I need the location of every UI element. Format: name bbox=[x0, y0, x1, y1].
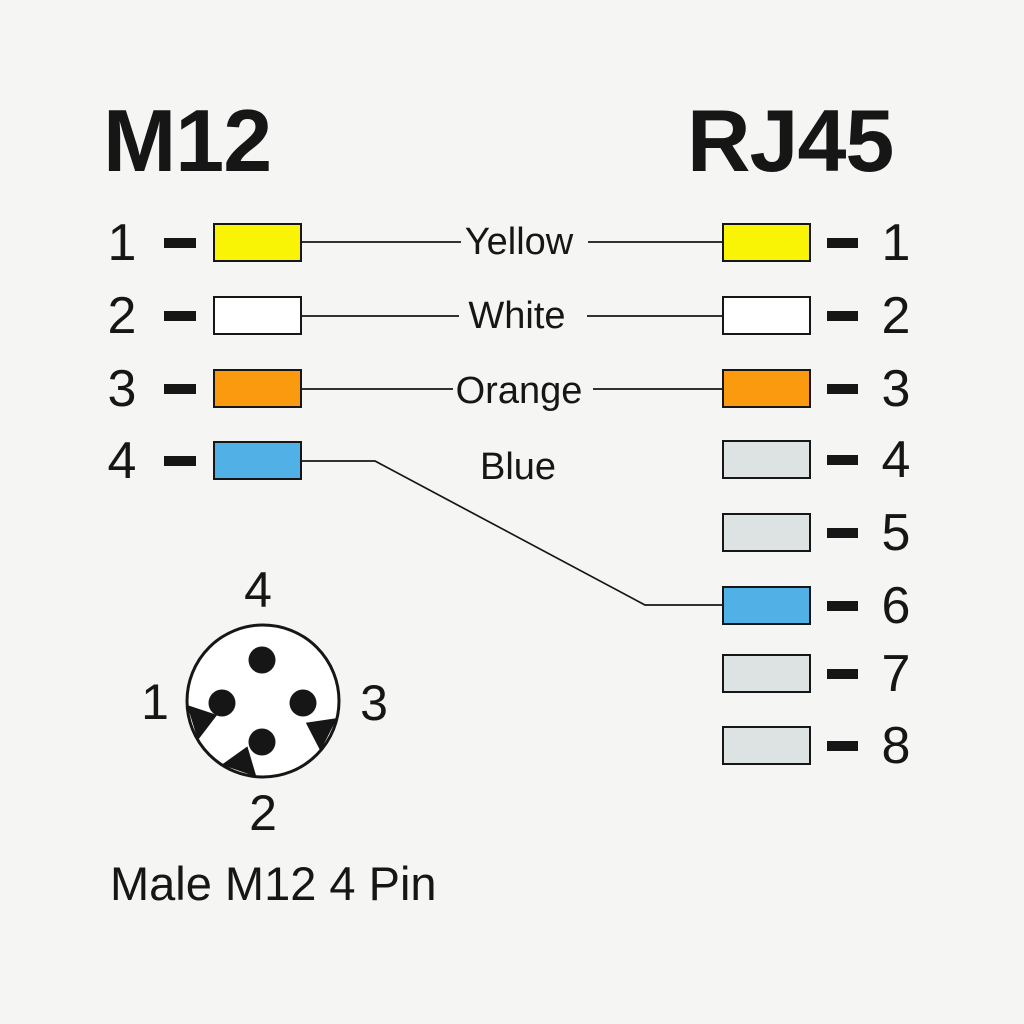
rj45-pin-number: 3 bbox=[881, 360, 911, 418]
face-pin-4-dot bbox=[248, 646, 276, 674]
rj45-pin-box bbox=[722, 296, 811, 335]
pin-dash bbox=[827, 238, 858, 248]
m12-title: M12 bbox=[103, 91, 272, 190]
rj45-pin-box bbox=[722, 513, 811, 552]
rj45-pin-number: 4 bbox=[881, 431, 911, 489]
pin-dash bbox=[827, 311, 858, 321]
keying-notch-lower-left bbox=[187, 705, 218, 741]
m12-pin-box bbox=[213, 441, 302, 480]
wire-label-blue: Blue bbox=[479, 446, 557, 488]
pin-dash bbox=[164, 384, 196, 394]
face-pin-2-dot bbox=[248, 728, 276, 756]
m12-pin-box bbox=[213, 369, 302, 408]
rj45-pin-number: 8 bbox=[881, 717, 911, 775]
rj45-pin-box bbox=[722, 369, 811, 408]
m12-pin-number: 1 bbox=[107, 214, 137, 272]
pin-dash bbox=[827, 528, 858, 538]
rj45-pin-number: 2 bbox=[881, 287, 911, 345]
m12-pin-number: 4 bbox=[107, 432, 137, 490]
rj45-title: RJ45 bbox=[687, 91, 894, 190]
m12-pin-number: 3 bbox=[107, 360, 137, 418]
rj45-pin-box bbox=[722, 440, 811, 479]
face-label-top: 4 bbox=[244, 562, 272, 618]
pin-dash bbox=[827, 384, 858, 394]
wire-label-white: White bbox=[468, 295, 566, 337]
rj45-pin-number: 1 bbox=[881, 214, 911, 272]
rj45-pin-number: 5 bbox=[881, 504, 911, 562]
face-pin-1-dot bbox=[208, 689, 236, 717]
keying-notch-bottom bbox=[221, 746, 257, 777]
pin-dash bbox=[827, 669, 858, 679]
wire-label-yellow: Yellow bbox=[464, 221, 574, 263]
m12-connector-face-drawing bbox=[185, 623, 341, 779]
pin-dash bbox=[827, 741, 858, 751]
face-label-right: 3 bbox=[360, 675, 388, 731]
m12-pin-number: 2 bbox=[107, 287, 137, 345]
rj45-pin-number: 7 bbox=[881, 645, 911, 703]
face-label-bottom: 2 bbox=[249, 785, 277, 841]
connector-caption: Male M12 4 Pin bbox=[110, 857, 437, 910]
connector-body-circle bbox=[185, 623, 341, 779]
rj45-pin-box bbox=[722, 654, 811, 693]
pin-dash bbox=[164, 456, 196, 466]
m12-pin-box bbox=[213, 296, 302, 335]
pin-dash bbox=[827, 601, 858, 611]
pin-dash bbox=[827, 455, 858, 465]
keying-notch-lower-right bbox=[305, 718, 337, 751]
rj45-pin-box bbox=[722, 223, 811, 262]
m12-pin-box bbox=[213, 223, 302, 262]
rj45-pin-number: 6 bbox=[881, 577, 911, 635]
pin-dash bbox=[164, 311, 196, 321]
wire-label-orange: Orange bbox=[455, 370, 583, 412]
pin-dash bbox=[164, 238, 196, 248]
rj45-pin-box bbox=[722, 726, 811, 765]
face-pin-3-dot bbox=[289, 689, 317, 717]
face-label-left: 1 bbox=[141, 674, 169, 730]
rj45-pin-box bbox=[722, 586, 811, 625]
